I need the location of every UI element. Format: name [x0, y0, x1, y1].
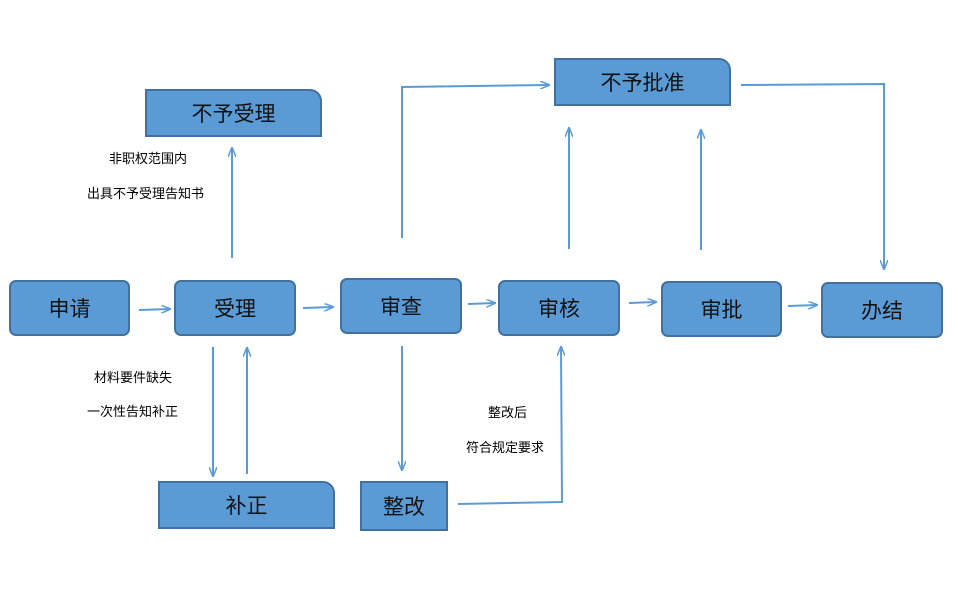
node-audit: 审核 — [498, 280, 620, 336]
arrow-approve-to-complete — [787, 305, 817, 306]
arrow-audit-to-approve — [628, 302, 656, 303]
node-rectify-label: 整改 — [383, 495, 425, 519]
node-complete: 办结 — [821, 282, 943, 338]
node-review-label: 审查 — [380, 295, 422, 319]
note-issue-rejection: 出具不予受理告知书 — [87, 187, 205, 202]
node-supplement: 补正 — [158, 481, 335, 529]
node-reject-approve: 不予批准 — [554, 58, 731, 106]
node-audit-label: 审核 — [538, 297, 580, 321]
node-reject-accept: 不予受理 — [145, 89, 322, 137]
node-accept-label: 受理 — [214, 297, 256, 321]
arrow-apply-to-accept — [138, 309, 170, 310]
note-after-rectify: 整改后 — [488, 406, 528, 421]
node-reject-approve-label: 不予批准 — [600, 71, 685, 95]
arrow-accept-to-review — [302, 307, 333, 308]
node-accept: 受理 — [174, 280, 296, 336]
node-complete-label: 办结 — [861, 299, 903, 323]
arrow-rectify-to-audit — [457, 347, 562, 505]
node-apply-label: 申请 — [48, 297, 91, 321]
arrow-review-to-audit — [467, 303, 495, 304]
node-approve: 审批 — [661, 281, 782, 337]
note-missing-materials: 材料要件缺失 — [94, 371, 173, 386]
note-one-time-notice: 一次性告知补正 — [87, 405, 179, 420]
node-reject-accept-label: 不予受理 — [191, 102, 276, 126]
node-review: 审查 — [340, 278, 462, 334]
node-apply: 申请 — [9, 280, 130, 336]
arrow-review-to-reject-approve — [401, 85, 549, 238]
arrow-reject-approve-to-complete — [740, 82, 884, 269]
node-supplement-label: 补正 — [225, 494, 268, 518]
note-meets-rules: 符合规定要求 — [466, 441, 545, 456]
note-out-of-scope: 非职权范围内 — [109, 152, 188, 167]
node-approve-label: 审批 — [700, 298, 743, 322]
node-rectify: 整改 — [360, 481, 448, 531]
